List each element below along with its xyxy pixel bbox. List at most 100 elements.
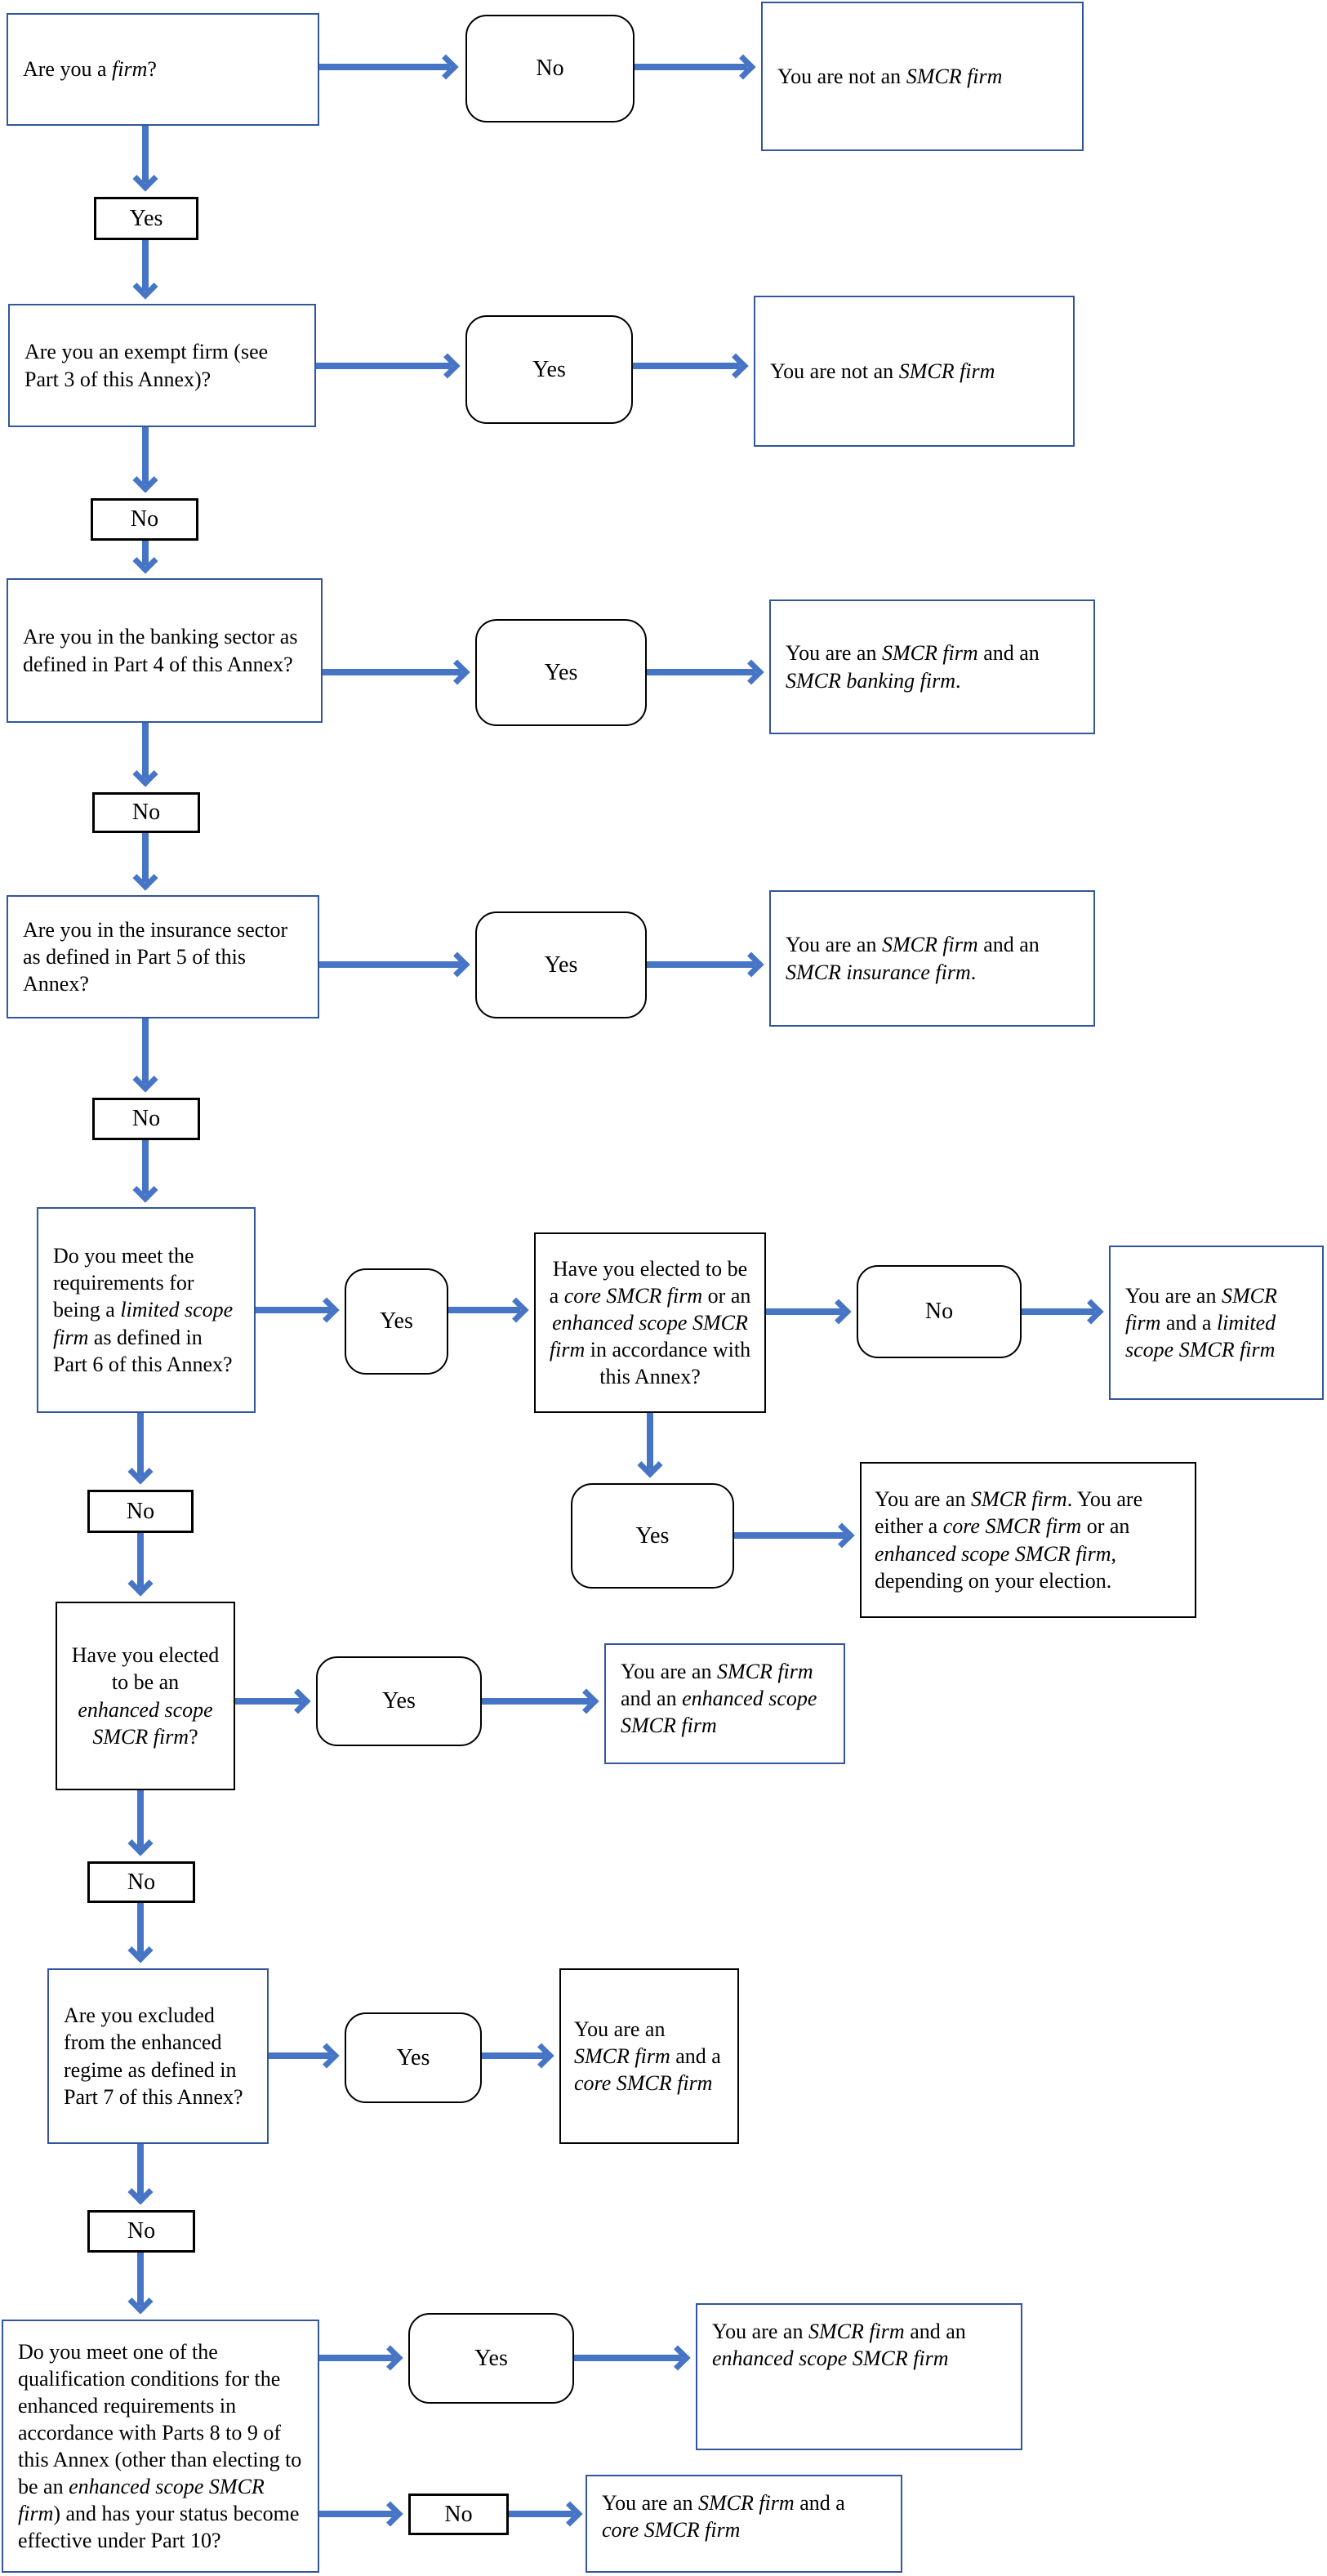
arrow-yes6-to-result <box>482 1698 590 1705</box>
decision-label: Yes <box>396 2044 430 2070</box>
arrow-yes3-to-result <box>647 669 755 675</box>
question-exempt-firm: Are you an exempt firm (see Part 3 of th… <box>8 304 316 427</box>
arrow-yes5b-to-result <box>734 1532 846 1539</box>
arrow-q3-to-yes <box>323 669 461 675</box>
result-text: You are an SMCR firm. You are either a c… <box>875 1487 1143 1593</box>
question-limited-scope: Do you meet the requirements for being a… <box>37 1207 256 1413</box>
arrow-no-to-result1 <box>635 64 747 70</box>
question-text: Do you meet one of the qualification con… <box>18 2339 302 2553</box>
arrow-q4-to-yes <box>319 961 461 968</box>
connector-label: No <box>126 1498 155 1524</box>
question-excluded-enhanced: Are you excluded from the enhanced regim… <box>47 1968 269 2144</box>
result-text: You are an SMCR firm and a limited scope… <box>1125 1283 1277 1362</box>
arrow-no4-down <box>142 1140 149 1194</box>
decision-yes-qualification: Yes <box>408 2313 574 2404</box>
decision-label: Yes <box>544 952 578 978</box>
arrow-q8-to-no <box>319 2511 394 2517</box>
result-text: You are an SMCR firm and a core SMCR fir… <box>574 2017 721 2095</box>
no-connector-5: No <box>87 1490 194 1533</box>
arrow-q3-down <box>142 723 149 778</box>
decision-label: Yes <box>380 1308 413 1335</box>
question-text: Are you excluded from the enhanced regim… <box>64 2003 243 2109</box>
result-text: You are an SMCR firm and an enhanced sco… <box>621 1660 817 1738</box>
decision-label: Yes <box>635 1522 670 1549</box>
no-connector-4: No <box>92 1098 200 1140</box>
question-elected-core-or-enhanced: Have you elected to be a core SMCR firm … <box>534 1232 766 1413</box>
arrow-no7-down <box>137 2253 144 2306</box>
decision-no-election: No <box>857 1265 1022 1358</box>
yes-connector-1: Yes <box>94 197 198 240</box>
connector-label: No <box>130 506 159 533</box>
arrow-no6-down <box>137 1903 144 1954</box>
arrow-q6-down <box>137 1790 144 1847</box>
result-not-smcr-firm-2: You are not an SMCR firm <box>754 296 1075 447</box>
question-text: Are you an exempt firm (see Part 3 of th… <box>24 340 269 391</box>
decision-label: No <box>924 1299 954 1325</box>
decision-label: No <box>536 56 564 82</box>
result-limited-scope-firm: You are an SMCR firm and a limited scope… <box>1109 1246 1324 1400</box>
question-qualification-conditions: Do you meet one of the qualification con… <box>2 2320 319 2573</box>
arrow-q5b-to-no <box>766 1308 843 1315</box>
result-core-or-enhanced-by-election: You are an SMCR firm. You are either a c… <box>860 1462 1196 1618</box>
arrow-q5-down <box>137 1413 144 1476</box>
arrow-q6-to-yes <box>235 1698 302 1705</box>
question-are-you-a-firm: Are you a firm? <box>7 13 319 126</box>
decision-yes-elected-enhanced: Yes <box>316 1656 482 1746</box>
decision-yes-insurance: Yes <box>475 911 647 1018</box>
decision-label: Yes <box>382 1688 416 1714</box>
no-connector-3: No <box>92 792 200 833</box>
arrow-no8-to-result <box>509 2511 574 2517</box>
no-connector-7: No <box>87 2210 195 2253</box>
decision-yes-exempt: Yes <box>465 315 633 424</box>
no-connector-8: No <box>408 2494 509 2535</box>
arrow-q5b-down <box>647 1413 653 1469</box>
arrow-yes5-to-q5b <box>448 1307 520 1313</box>
decision-yes-limited: Yes <box>345 1268 448 1375</box>
decision-label: Yes <box>544 659 578 685</box>
result-text: You are an SMCR firm and a core SMCR fir… <box>602 2491 845 2543</box>
arrow-yes8-to-result <box>574 2355 682 2361</box>
question-elected-enhanced: Have you elected to be an enhanced scope… <box>56 1602 235 1790</box>
arrow-q4-down <box>142 1018 149 1084</box>
result-smcr-banking-firm: You are an SMCR firm and an SMCR banking… <box>769 599 1095 734</box>
question-text: Have you elected to be a core SMCR firm … <box>549 1256 751 1389</box>
result-text: You are not an SMCR firm <box>770 359 995 383</box>
arrow-no5b-down <box>137 1533 144 1588</box>
no-connector-6: No <box>87 1861 195 1903</box>
connector-label: No <box>127 2218 156 2244</box>
arrow-yes7-to-result <box>482 2052 545 2059</box>
question-text: Are you in the insurance sector as defin… <box>23 917 288 996</box>
arrow-yes2-to-result <box>633 363 740 369</box>
arrow-yes4-to-result <box>647 961 755 968</box>
connector-label: No <box>131 800 161 826</box>
result-text: You are an SMCR firm and an enhanced sco… <box>712 2320 966 2371</box>
arrow-no2-down <box>142 541 149 565</box>
arrow-q1-to-no <box>319 64 450 70</box>
result-not-smcr-firm-1: You are not an SMCR firm <box>761 2 1084 151</box>
no-connector-2: No <box>91 498 198 541</box>
question-text: Are you a firm? <box>23 57 157 82</box>
result-text: You are not an SMCR firm <box>777 64 1003 88</box>
result-core-smcr-firm-1: You are an SMCR firm and a core SMCR fir… <box>559 1968 739 2144</box>
question-banking-sector: Are you in the banking sector as defined… <box>7 578 323 723</box>
arrow-q7-to-yes <box>269 2052 331 2059</box>
result-enhanced-scope-firm-1: You are an SMCR firm and an enhanced sco… <box>604 1643 845 1764</box>
arrow-q2-down <box>142 427 149 484</box>
arrow-q2-to-yes <box>316 363 452 369</box>
result-text: You are an SMCR firm and an SMCR insuran… <box>786 933 1040 984</box>
decision-label: Yes <box>532 356 566 382</box>
arrow-q7-down <box>137 2144 144 2196</box>
connector-label: No <box>131 1106 161 1132</box>
connector-label: No <box>127 1869 156 1895</box>
result-core-smcr-firm-2: You are an SMCR firm and a core SMCR fir… <box>586 2475 902 2573</box>
decision-label: Yes <box>474 2345 508 2371</box>
question-insurance-sector: Are you in the insurance sector as defin… <box>7 895 319 1018</box>
connector-label: Yes <box>129 205 163 231</box>
decision-yes-excluded: Yes <box>345 2012 482 2103</box>
arrow-q1-down <box>142 126 149 183</box>
arrow-yes1-down <box>142 240 149 291</box>
arrow-no3-down <box>142 833 149 882</box>
question-text: Do you meet the requirements for being a… <box>53 1244 234 1376</box>
result-enhanced-scope-firm-2: You are an SMCR firm and an enhanced sco… <box>696 2303 1022 2450</box>
